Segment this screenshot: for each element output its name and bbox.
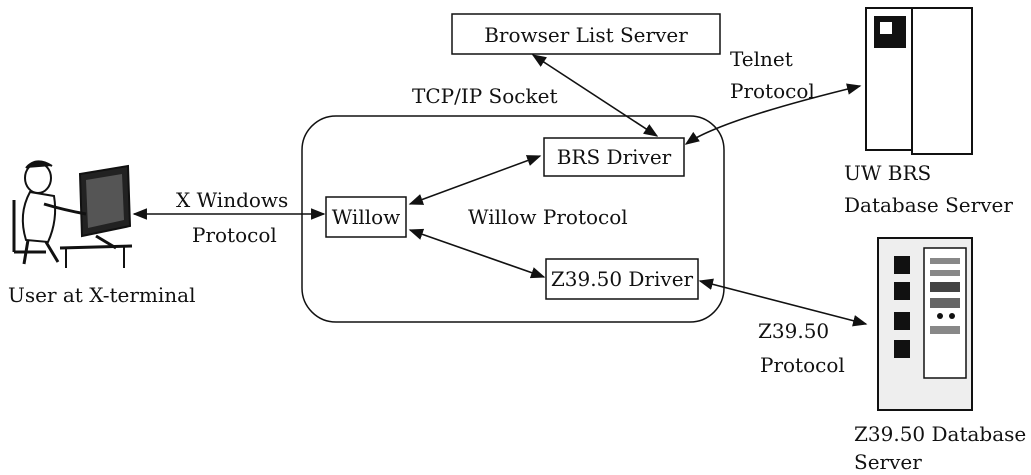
- brs-driver-label: BRS Driver: [557, 145, 672, 169]
- browser-list-server-box: [451, 13, 721, 55]
- willow-label: Willow: [332, 205, 401, 229]
- telnet-label: Telnet: [730, 47, 793, 71]
- user-label: User at X-terminal: [8, 283, 195, 307]
- browser-list-server-label: Browser List Server: [484, 23, 688, 47]
- uw-brs-label: UW BRS: [844, 161, 931, 185]
- person-at-terminal-illustration: [12, 160, 133, 268]
- z3950-database-label: Z39.50 Database: [854, 422, 1026, 446]
- z3950-driver-label: Z39.50 Driver: [551, 267, 694, 291]
- willow-protocol-label: Willow Protocol: [468, 205, 628, 229]
- z3950-protocol-label: Protocol: [760, 353, 845, 377]
- arrow-willow-z3950: [408, 228, 546, 279]
- z3950-server-illustration: [877, 237, 973, 411]
- uw-brs-db-label: Database Server: [844, 193, 1013, 217]
- z3950-driver-box: [545, 258, 699, 300]
- x-protocol-label: Protocol: [192, 223, 277, 247]
- arrow-telnet: [684, 83, 862, 145]
- brs-driver-box: [543, 137, 685, 177]
- willow-box: [325, 196, 407, 238]
- uw-brs-server-illustration: [865, 7, 973, 155]
- arrow-willow-brs: [408, 155, 542, 205]
- z3950-label: Z39.50: [758, 319, 829, 343]
- arrow-z3950-protocol: [698, 278, 868, 327]
- arrow-browser-brs: [531, 54, 659, 137]
- telnet-protocol-label: Protocol: [730, 79, 815, 103]
- tcpip-socket-label: TCP/IP Socket: [412, 84, 558, 108]
- x-windows-label: X Windows: [176, 188, 288, 212]
- z3950-server-label: Server: [854, 450, 922, 474]
